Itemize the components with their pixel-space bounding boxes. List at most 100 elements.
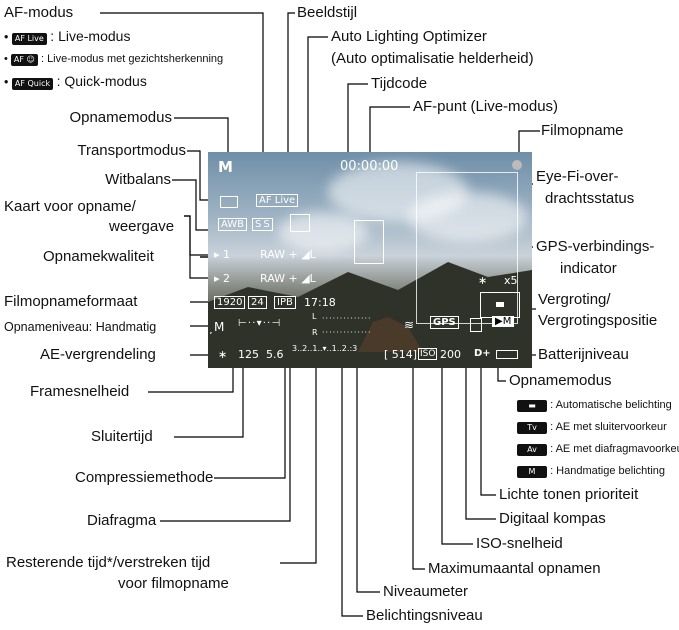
screen-mode: M	[218, 158, 233, 176]
screen-ae-lock: ∗	[218, 348, 228, 361]
level-meter: ··············	[322, 314, 372, 323]
compass-icon	[470, 318, 482, 332]
label-eyefi: Eye-Fi-over-	[536, 168, 619, 185]
af-face-badge: AF ☺	[10, 54, 38, 66]
screen-iso-icon: ISO	[418, 348, 438, 360]
screen-af: AF Live	[256, 194, 299, 207]
zoom-position-box	[480, 292, 520, 318]
label-niveaumeter: Niveaumeter	[383, 583, 469, 600]
label-diafragma: Diafragma	[87, 512, 157, 529]
label-alo-nl: (Auto optimalisatie helderheid)	[331, 50, 534, 67]
screen-slot2: ▸ 2	[214, 272, 231, 285]
screen-exposure-scale: 3..2..1..▾..1..2.:3	[292, 344, 358, 353]
af-item-quick: • AF Quick : Quick-modus	[4, 73, 147, 90]
mode-m: M : Handmatige belichting	[517, 462, 665, 480]
screen-awb: AWB	[218, 218, 248, 231]
label-batterij: Batterijniveau	[538, 346, 629, 363]
screen-dplus: D+	[474, 348, 491, 359]
screen-iso: 200	[440, 348, 461, 361]
label-kaart: Kaart voor opname/	[4, 198, 136, 215]
movie-mode-icon: ▶M	[492, 316, 515, 327]
label-maxopnamen: Maximumaantal opnamen	[428, 560, 601, 577]
screen-timecode: 00:00:00	[340, 159, 399, 174]
label-witbalans: Witbalans	[105, 171, 171, 188]
screen-gps: GPS	[430, 316, 459, 329]
label-kaart-2: weergave	[109, 218, 175, 235]
label-iso: ISO-snelheid	[476, 535, 563, 552]
mode-auto-text: : Automatische belichting	[550, 399, 672, 411]
mode-av: Av : AE met diafragmavoorkeur	[517, 440, 679, 458]
mode-tv-icon: Tv	[517, 422, 547, 434]
camera-screen: M 00:00:00 AF Live AWB S S ▸ 1 RAW + ◢L …	[208, 152, 532, 368]
cloud	[278, 212, 368, 252]
label-alo: Auto Lighting Optimizer	[331, 28, 487, 45]
label-lichte-tonen: Lichte tonen prioriteit	[499, 486, 639, 503]
zoom-frame	[416, 172, 518, 324]
label-opnamemodus-left: Opnamemodus	[69, 109, 172, 126]
label-belichtingsniveau: Belichtingsniveau	[366, 607, 483, 624]
screen-shutter: 125	[238, 348, 259, 361]
battery-icon	[496, 350, 518, 359]
label-opnamemodus-right: Opnamemodus	[509, 372, 612, 389]
eyefi-icon: ≋	[404, 318, 415, 332]
label-transportmodus: Transportmodus	[77, 142, 186, 159]
mode-auto-icon: ▬	[517, 400, 547, 412]
screen-lr-r: R	[312, 328, 318, 337]
af-item-live: • AF Live : Live-modus	[4, 28, 131, 45]
screen-shots: [ 514]	[384, 348, 418, 361]
screen-slot1: ▸ 1	[214, 248, 231, 261]
screen-aperture: 5.6	[266, 348, 284, 361]
alo-icon	[290, 214, 310, 232]
level-meter-r: ··············	[322, 328, 372, 337]
mode-auto: ▬ : Automatische belichting	[517, 396, 672, 414]
af-item-face: • AF ☺ : Live-modus met gezichtsherkenni…	[4, 53, 224, 66]
label-resterend-2: voor filmopname	[118, 575, 229, 592]
screen-zoom: x5	[504, 274, 518, 287]
label-sluitertijd: Sluitertijd	[91, 428, 153, 445]
screen-fps: 24	[248, 296, 267, 309]
screen-ipb: IPB	[274, 296, 296, 309]
screen-time: 17:18	[304, 296, 336, 309]
af-modus-label: AF-modus	[4, 4, 74, 21]
label-gps: GPS-verbindings-	[536, 238, 655, 255]
mode-m-icon: M	[517, 466, 547, 478]
label-eyefi-2: drachtsstatus	[545, 190, 635, 207]
mode-tv-text: : AE met sluitervoorkeur	[550, 421, 667, 433]
label-vergroting: Vergroting/	[538, 291, 611, 308]
mode-av-icon: Av	[517, 444, 547, 456]
label-gps-2: indicator	[560, 260, 617, 277]
label-filmopname: Filmopname	[541, 122, 624, 139]
screen-lr-l: L	[312, 312, 317, 321]
label-vergroting-2: Vergrotingspositie	[538, 312, 658, 329]
screen-movie-size: 1920	[214, 296, 246, 309]
rec-dot-icon	[512, 160, 522, 170]
label-opnamekwaliteit: Opnamekwaliteit	[43, 248, 154, 265]
screen-style: S S	[252, 218, 273, 231]
label-beeldstijl: Beeldstijl	[297, 4, 358, 21]
label-opnameniveau: Opnameniveau: Handmatig	[4, 320, 157, 334]
af-item-face-text: : Live-modus met gezichtsherkenning	[40, 53, 224, 65]
mode-tv: Tv : AE met sluitervoorkeur	[517, 418, 667, 436]
cloud	[408, 192, 528, 242]
label-compressie: Compressiemethode	[75, 469, 214, 486]
label-resterend: Resterende tijd*/verstreken tijd	[6, 554, 211, 571]
label-tijdcode: Tijdcode	[371, 75, 428, 92]
label-framesnelheid: Framesnelheid	[30, 383, 130, 400]
screen-raw2: RAW + ◢L	[260, 272, 316, 285]
af-quick-badge: AF Quick	[11, 78, 54, 90]
af-live-badge: AF Live	[11, 33, 47, 45]
label-afpunt: AF-punt (Live-modus)	[413, 98, 559, 115]
landscape	[208, 262, 532, 368]
af-point-frame	[354, 220, 384, 264]
label-kompas: Digitaal kompas	[499, 510, 606, 527]
mode-m-text: : Handmatige belichting	[550, 465, 666, 477]
drive-single-icon	[220, 196, 238, 208]
screen-star: ∗	[478, 274, 488, 287]
rec-level-slider[interactable]: ⊢ · · ▾ · · ⊣	[238, 318, 280, 329]
af-item-quick-text: : Quick-modus	[56, 73, 147, 89]
af-item-live-text: : Live-modus	[50, 28, 131, 44]
screen-rec-level: ̦M	[214, 320, 225, 334]
label-ae-lock: AE-vergrendeling	[40, 346, 156, 363]
screen-raw1: RAW + ◢L	[260, 248, 316, 261]
mode-av-text: : AE met diafragmavoorkeur	[550, 443, 679, 455]
